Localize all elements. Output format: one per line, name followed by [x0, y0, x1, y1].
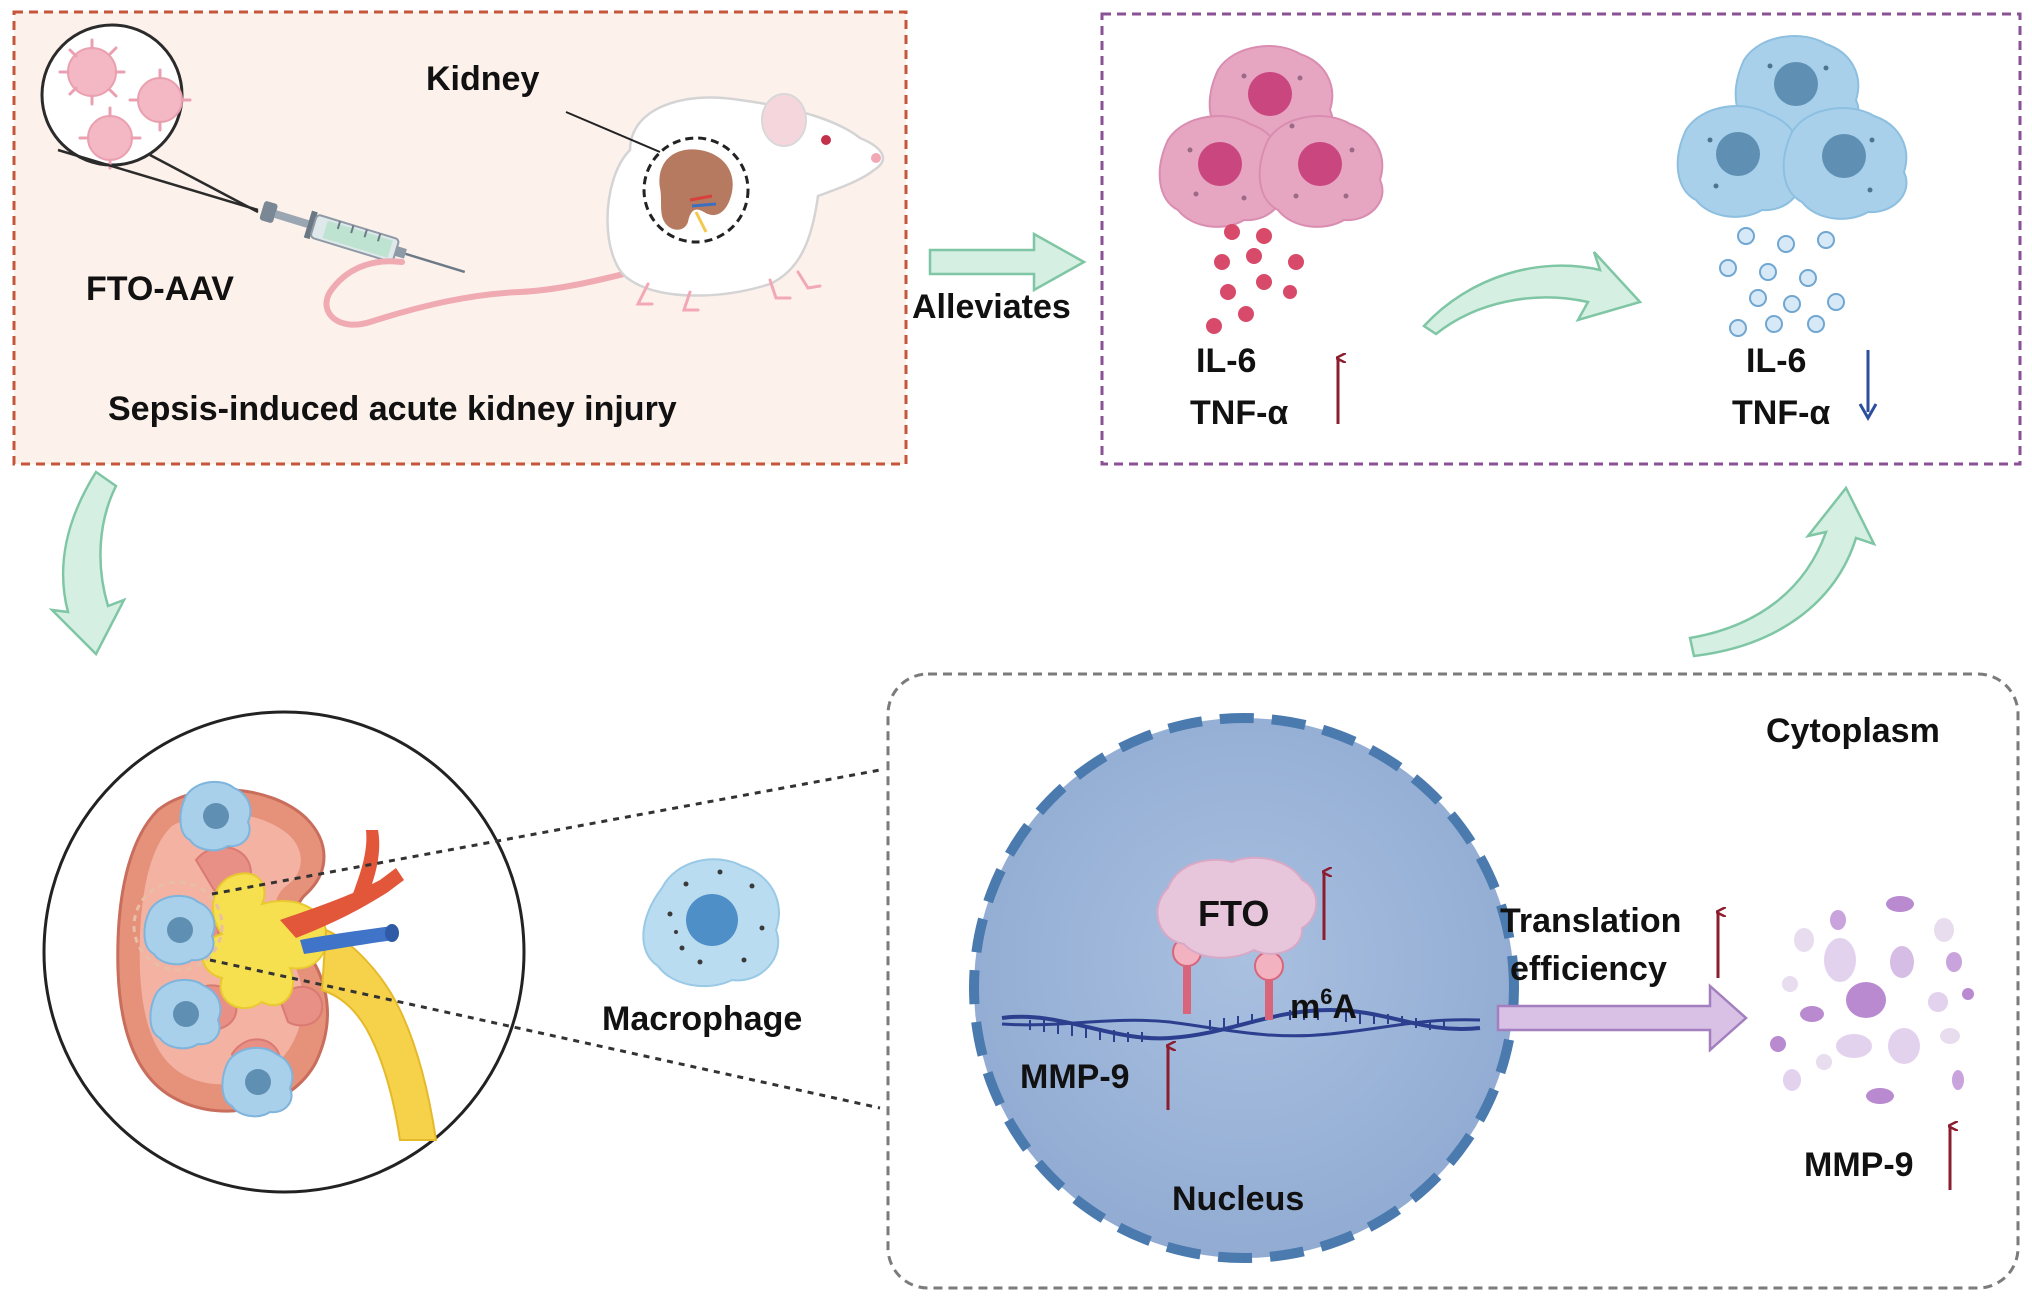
cytokine-panel: IL-6 TNF-α I — [1100, 12, 2022, 466]
zoom-line-top — [211, 768, 881, 896]
mmp9-protein-label: MMP-9 — [1804, 1146, 1914, 1184]
kidney-highlight — [642, 136, 750, 244]
m6a-label: m6A — [1290, 984, 1357, 1026]
macrophage-icon — [642, 858, 780, 988]
down-curved-arrow — [48, 470, 127, 657]
alleviates-label: Alleviates — [912, 288, 1071, 326]
macrophage-label: Macrophage — [602, 1000, 802, 1038]
inflamed-macrophages — [1158, 45, 1384, 334]
kidney-label: Kidney — [426, 60, 539, 98]
disease-label: Sepsis-induced acute kidney injury — [108, 390, 677, 428]
virus-icon — [40, 23, 259, 214]
kidney-icon — [42, 710, 526, 1194]
nucleus-label: Nucleus — [1172, 1180, 1304, 1218]
down-arrow-icon — [1858, 350, 1878, 422]
transition-arrow — [1422, 251, 1643, 336]
tnf-low-label: TNF-α — [1732, 394, 1830, 432]
fto-protein: FTO — [1156, 856, 1318, 959]
il6-low-label: IL-6 — [1746, 342, 1806, 380]
translation-label-line1: Translation — [1500, 902, 1681, 940]
fto-label: FTO — [1198, 893, 1269, 934]
kidney-macrophages — [132, 780, 294, 1118]
mmp9-protein-cloud — [1770, 896, 1974, 1104]
nucleus: Nucleus — [969, 713, 1519, 1263]
syringe-icon — [259, 201, 466, 274]
resting-macrophages — [1676, 35, 1908, 337]
il6-high-label: IL-6 — [1196, 342, 1256, 380]
translation-label-line2: efficiency — [1510, 950, 1667, 988]
alleviates-arrow — [928, 231, 1087, 293]
mmp9-mrna-label: MMP-9 — [1020, 1058, 1130, 1096]
translation-arrow — [1496, 983, 1748, 1053]
mrna-icon — [1001, 1007, 1481, 1042]
up-curved-arrow — [1688, 485, 1877, 658]
tnf-high-label: TNF-α — [1190, 394, 1288, 432]
cytoplasm-panel: Cytoplasm Nucleus — [886, 672, 2020, 1290]
injury-panel: Kidney FTO-AAV Sepsis-induced acute kidn… — [12, 10, 908, 466]
fto-aav-label: FTO-AAV — [86, 270, 234, 308]
cytoplasm-label: Cytoplasm — [1766, 712, 1940, 750]
mouse-icon — [323, 93, 885, 328]
